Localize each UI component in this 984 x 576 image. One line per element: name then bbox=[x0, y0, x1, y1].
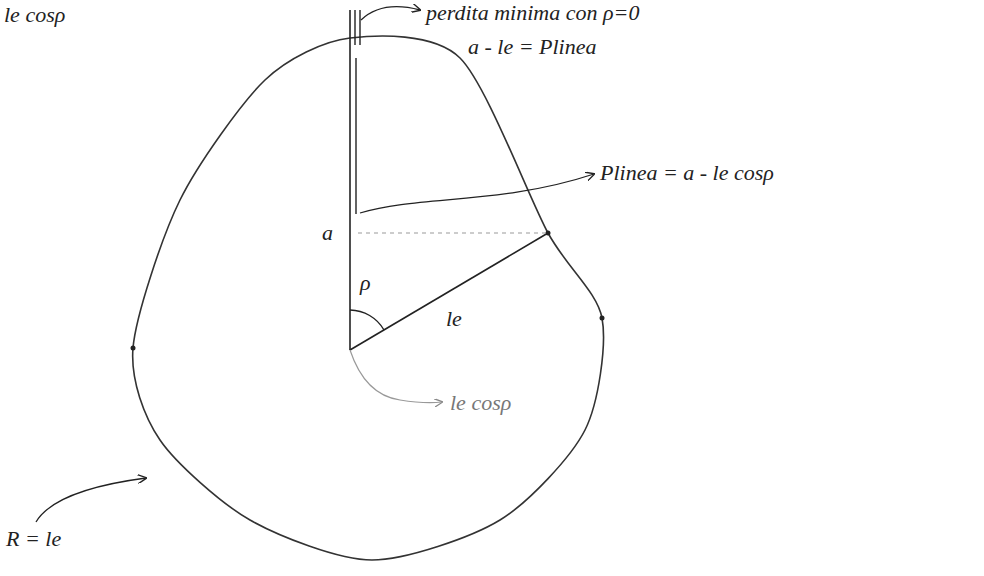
note: le cosρ bbox=[4, 2, 65, 27]
projection-line bbox=[358, 233, 546, 234]
closed-curve bbox=[133, 36, 604, 560]
formula: Plinea = a - le cosρ bbox=[600, 160, 774, 185]
dimension-label: a bbox=[322, 220, 333, 245]
line-bracket bbox=[355, 58, 356, 214]
formula: a - le = Plinea bbox=[468, 34, 596, 59]
leader-line bbox=[360, 174, 594, 213]
loss-mark bbox=[354, 10, 355, 45]
projection-label: le cosρ bbox=[450, 390, 511, 415]
angle-arc bbox=[350, 310, 384, 330]
angle-label: ρ bbox=[360, 270, 371, 295]
note: perdita minima con ρ=0 bbox=[426, 0, 639, 25]
radius-le bbox=[350, 233, 548, 350]
dimension-label: le bbox=[446, 306, 462, 331]
point bbox=[546, 231, 551, 236]
point bbox=[131, 346, 136, 351]
leader-line bbox=[350, 350, 442, 403]
radius-a bbox=[349, 10, 351, 350]
leader-line bbox=[36, 478, 146, 522]
leader-line bbox=[361, 7, 420, 20]
loss-mark bbox=[359, 10, 360, 45]
radius-label: R = le bbox=[6, 526, 61, 551]
point bbox=[600, 316, 605, 321]
